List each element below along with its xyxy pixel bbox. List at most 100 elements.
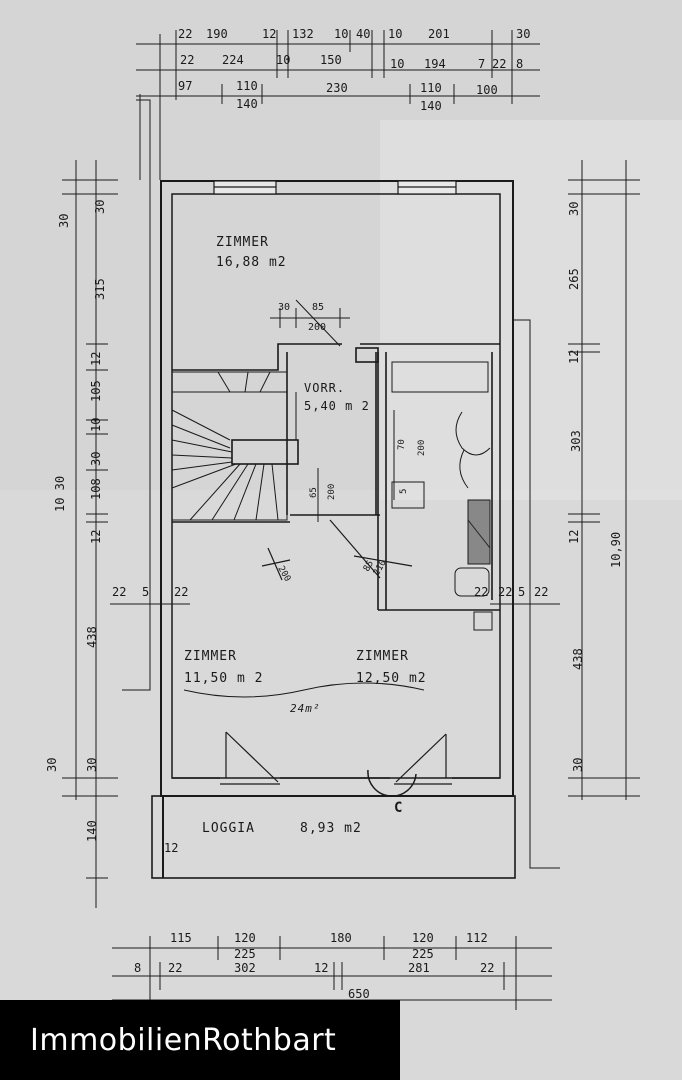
interior-dim: 200 (308, 322, 326, 333)
left-dim: 12 (89, 352, 103, 366)
right-dim: 22 (498, 585, 512, 599)
right-dim: 10,90 (609, 532, 623, 568)
top-dim: 40 (356, 27, 370, 41)
left-dim: 30 (85, 758, 99, 772)
room-name-hall: VORR. (304, 381, 345, 395)
room-name-loggia: LOGGIA (202, 821, 255, 836)
bottom-dim: 302 (234, 961, 256, 975)
interior-dim: 5 (399, 489, 409, 494)
top-dim: 22 (180, 53, 194, 67)
interior-dim: 12 (164, 841, 178, 855)
top-windows (213, 180, 457, 195)
room-area-left: 11,50 m 2 (184, 671, 263, 686)
top-dim: 22 (178, 27, 192, 41)
left-dim: 10 30 (53, 476, 67, 512)
right-dim: 5 (518, 585, 525, 599)
staircase (171, 371, 299, 521)
left-dim: 30 (45, 758, 59, 772)
room-name-top: ZIMMER (216, 235, 269, 250)
interior-dim: 85 (312, 302, 324, 313)
interior-dim: 200 (417, 440, 427, 456)
left-dim: 22 (174, 585, 188, 599)
bottom-dim: 225 (234, 947, 256, 961)
right-dim: 30 (567, 202, 581, 216)
right-dim: 22 (534, 585, 548, 599)
top-dim: 110 (236, 79, 258, 93)
top-dim: 132 (292, 27, 314, 41)
watermark-text: ImmobilienRothbart (30, 1022, 337, 1058)
top-dim: 22 (492, 57, 506, 71)
top-dim: 100 (476, 83, 498, 97)
watermark-banner: ImmobilienRothbart (0, 1000, 400, 1080)
combined-area-note: 24m² (290, 702, 321, 715)
left-dim: 12 (89, 530, 103, 544)
room-name-left: ZIMMER (184, 649, 237, 664)
top-dim: 194 (424, 57, 446, 71)
door-swings (220, 519, 452, 797)
top-dim: 7 (478, 57, 485, 71)
right-dim: 30 (571, 758, 585, 772)
door-mark: C (394, 800, 403, 816)
bottom-dim: 281 (408, 961, 430, 975)
interior-dim: 65 (309, 487, 319, 498)
room-labels: ZIMMER 16,88 m2 VORR. 5,40 m 2 ZIMMER 11… (184, 235, 427, 836)
room-area-top: 16,88 m2 (216, 255, 287, 270)
left-dim: 105 (89, 380, 103, 402)
interior-dim: 30 (278, 302, 290, 313)
bottom-dim: 8 (134, 961, 141, 975)
left-dim: 10 (89, 418, 103, 432)
top-dim: 10 (276, 53, 290, 67)
top-dim: 150 (320, 53, 342, 67)
left-dim: 22 (112, 585, 126, 599)
left-dim: 438 (85, 626, 99, 648)
dimension-lines (62, 30, 640, 1010)
top-dim: 230 (326, 81, 348, 95)
left-dim: 108 (89, 478, 103, 500)
area-brace (183, 682, 425, 698)
right-dim: 438 (571, 648, 585, 670)
left-dim: 30 (93, 200, 107, 214)
top-dim: 201 (428, 27, 450, 41)
left-dim: 315 (93, 278, 107, 300)
interior-dim: 200 (327, 484, 337, 500)
interior-dim: 85 (362, 559, 376, 573)
top-dim: 140 (236, 97, 258, 111)
top-dim: 140 (420, 99, 442, 113)
right-dim: 12 (567, 350, 581, 364)
top-dim: 110 (420, 81, 442, 95)
room-area-right: 12,50 m2 (356, 671, 427, 686)
top-dim: 224 (222, 53, 244, 67)
bottom-dim: 115 (170, 931, 192, 945)
bathroom-fixtures (391, 361, 493, 631)
room-name-right: ZIMMER (356, 649, 409, 664)
bottom-dim: 120 (234, 931, 256, 945)
bottom-dim: 22 (168, 961, 182, 975)
top-dim: 190 (206, 27, 228, 41)
left-dim: 140 (85, 820, 99, 842)
bottom-dim: 180 (330, 931, 352, 945)
top-dim: 8 (516, 57, 523, 71)
interior-dim: 22 (474, 585, 488, 599)
bottom-dim: 12 (314, 961, 328, 975)
interior-walls (172, 343, 500, 779)
bottom-dim: 112 (466, 931, 488, 945)
room-area-loggia: 8,93 m2 (300, 821, 362, 836)
bottom-dim: 22 (480, 961, 494, 975)
left-dim: 5 (142, 585, 149, 599)
outer-walls (151, 180, 516, 879)
right-dim: 303 (569, 430, 583, 452)
top-dim: 12 (262, 27, 276, 41)
bottom-dim: 225 (412, 947, 434, 961)
bottom-dim: 650 (348, 987, 370, 1001)
left-dim: 30 (57, 214, 71, 228)
top-dim: 97 (178, 79, 192, 93)
room-area-hall: 5,40 m 2 (304, 399, 370, 413)
right-dim: 12 (567, 530, 581, 544)
bottom-dim: 120 (412, 931, 434, 945)
left-dim: 30 (89, 452, 103, 466)
right-dim: 265 (567, 268, 581, 290)
top-dim: 30 (516, 27, 530, 41)
top-dim: 10 (388, 27, 402, 41)
top-dim: 10 (334, 27, 348, 41)
